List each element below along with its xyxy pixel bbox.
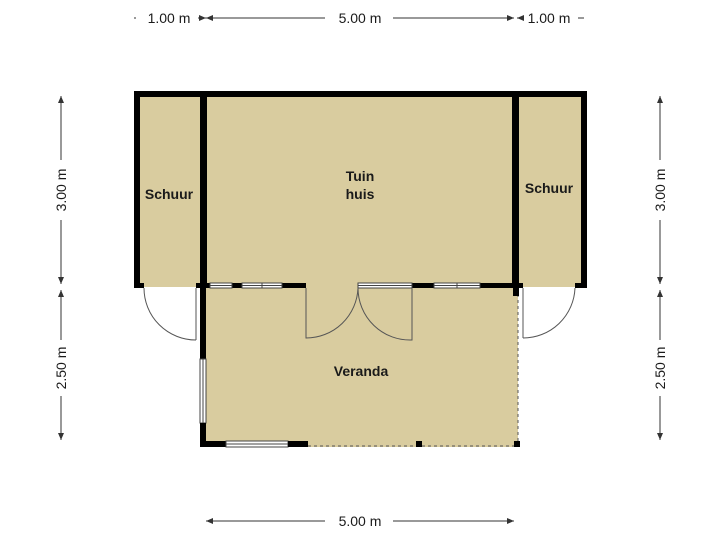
schuur-right-floor bbox=[517, 93, 587, 287]
veranda-post-1 bbox=[416, 441, 422, 447]
svg-text:3.00 m: 3.00 m bbox=[652, 169, 668, 212]
schuur-left-floor bbox=[134, 93, 205, 287]
svg-text:2.50 m: 2.50 m bbox=[53, 347, 69, 390]
door-schuur-right bbox=[522, 287, 576, 339]
schuur-right-bottom-wall-2 bbox=[575, 283, 587, 288]
veranda-left-wall-bottom bbox=[200, 423, 206, 447]
dimension-top-left: 1.00 m bbox=[134, 10, 206, 26]
schuur-right-bottom-wall bbox=[517, 283, 523, 288]
svg-text:1.00 m: 1.00 m bbox=[528, 10, 571, 26]
tuinhuis-bottom-wall-1 bbox=[232, 283, 242, 288]
tuinhuis-floor bbox=[205, 93, 517, 287]
dimension-bottom: 5.00 m bbox=[206, 513, 514, 529]
dimension-left-upper: 3.00 m bbox=[53, 96, 69, 284]
dimension-left-lower: 2.50 m bbox=[53, 290, 69, 440]
top-wall bbox=[134, 91, 587, 97]
schuur-left-bottom-wall bbox=[134, 283, 144, 288]
door-schuur-left bbox=[143, 287, 197, 341]
veranda-bottom-wall-1 bbox=[200, 441, 226, 447]
dimension-right-lower: 2.50 m bbox=[652, 290, 668, 440]
dimension-top-right: 1.00 m bbox=[517, 10, 584, 26]
room-label-schuur-right: Schuur bbox=[525, 180, 574, 196]
veranda-left-wall-top bbox=[200, 287, 206, 359]
room-label-veranda: Veranda bbox=[334, 363, 389, 379]
tuinhuis-bottom-wall-2 bbox=[282, 283, 306, 288]
veranda-post-2 bbox=[514, 441, 520, 447]
veranda-floor bbox=[200, 287, 518, 447]
svg-text:3.00 m: 3.00 m bbox=[53, 169, 69, 212]
room-label-tuinhuis-line2: huis bbox=[346, 186, 375, 202]
right-outer-wall bbox=[581, 91, 587, 288]
veranda-post-3 bbox=[513, 288, 519, 296]
dimension-right-upper: 3.00 m bbox=[652, 96, 668, 284]
double-door-tuinhuis bbox=[305, 287, 413, 341]
tuinhuis-bottom-wall-4 bbox=[480, 283, 519, 288]
svg-text:1.00 m: 1.00 m bbox=[148, 10, 191, 26]
right-partition-wall bbox=[512, 91, 519, 288]
left-partition-wall bbox=[200, 91, 207, 288]
svg-text:5.00 m: 5.00 m bbox=[339, 513, 382, 529]
veranda-bottom-wall-2 bbox=[288, 441, 308, 447]
dimension-top-middle: 5.00 m bbox=[206, 10, 514, 26]
tuinhuis-bottom-wall-3 bbox=[412, 283, 434, 288]
room-label-schuur-left: Schuur bbox=[145, 186, 194, 202]
svg-text:2.50 m: 2.50 m bbox=[652, 347, 668, 390]
svg-text:5.00 m: 5.00 m bbox=[339, 10, 382, 26]
schuur-left-bottom-wall-2 bbox=[196, 283, 210, 288]
room-label-tuinhuis-line1: Tuin bbox=[346, 168, 375, 184]
left-outer-wall bbox=[134, 91, 140, 288]
